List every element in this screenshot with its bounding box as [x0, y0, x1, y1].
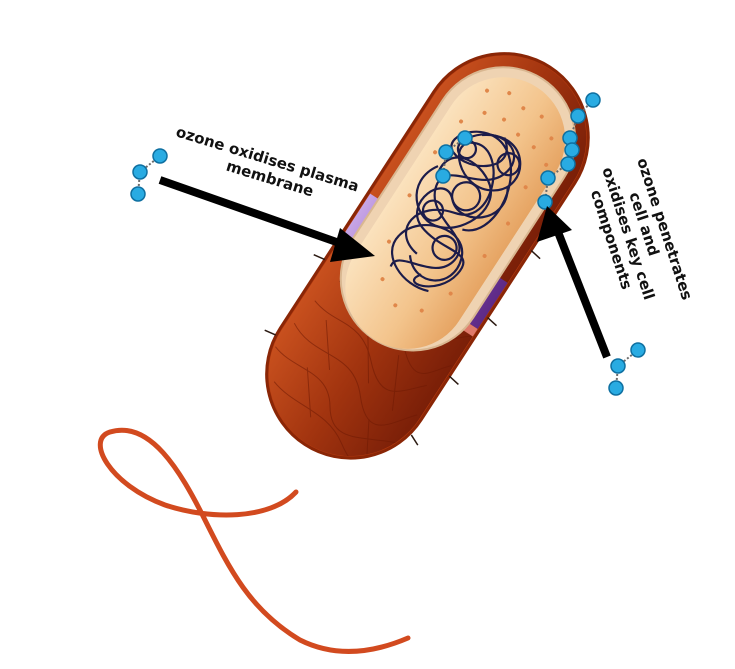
ozone-molecule-left: [130, 148, 168, 202]
arrow-to-cell-interior: [537, 206, 611, 359]
label-membrane: ozone oxidises plasma membrane: [174, 123, 361, 201]
ribosome-dots: [380, 88, 554, 313]
dna-nucleoid: [389, 130, 522, 293]
pili: [264, 249, 541, 446]
arrow-to-membrane: [158, 176, 375, 262]
ozone-molecule-edge-mid: [537, 142, 580, 210]
ozone-molecule-inside-left: [435, 130, 473, 184]
flagellum: [97, 427, 411, 654]
bacterium-cell: [237, 24, 618, 488]
label-penetrates: ozone penetrates cell and oxidises key c…: [587, 156, 696, 303]
ozone-molecule-right-bottom: [608, 342, 646, 396]
